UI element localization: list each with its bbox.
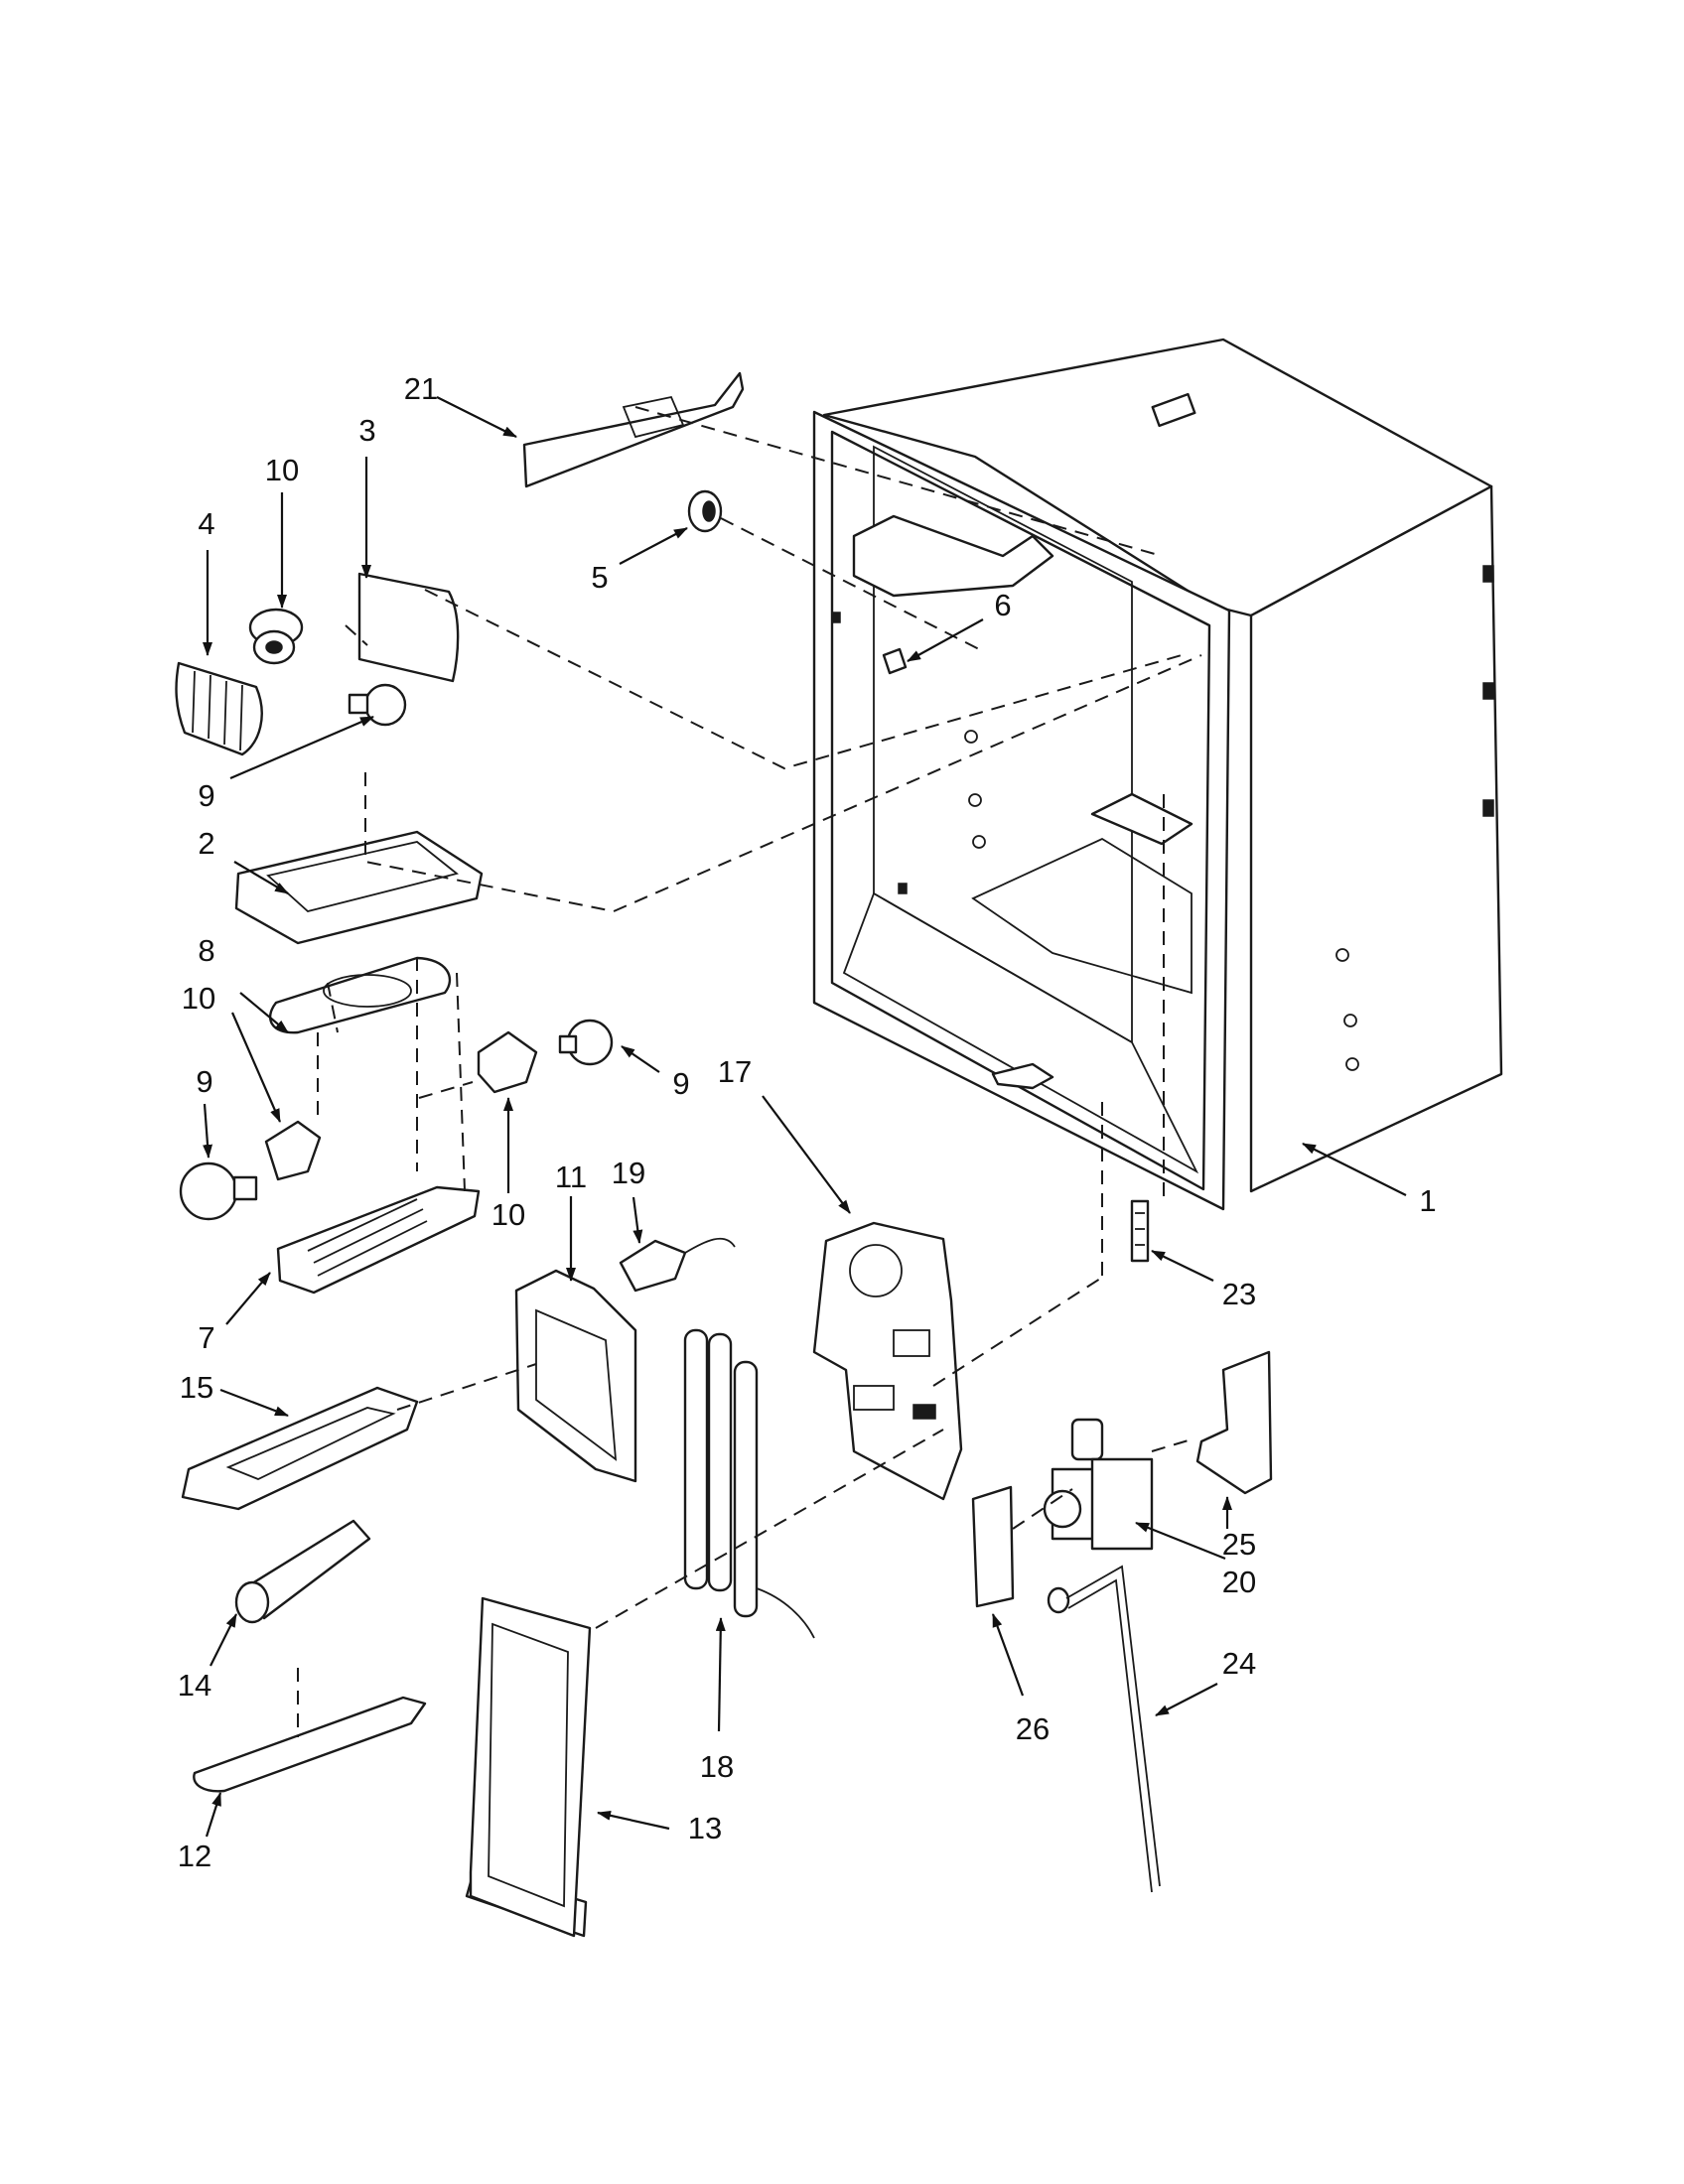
part-3 xyxy=(357,572,460,683)
callout-5: 5 xyxy=(591,560,608,595)
callout-10a: 10 xyxy=(265,453,299,487)
callout-23: 23 xyxy=(1222,1277,1256,1311)
part-17 xyxy=(812,1221,963,1501)
callout-18: 18 xyxy=(700,1749,734,1784)
part-19 xyxy=(619,1237,736,1293)
callout-10c: 10 xyxy=(182,981,215,1016)
part-11 xyxy=(514,1269,637,1483)
callout-labels: 1 2 3 4 5 6 7 8 9 9 9 10 10 10 11 12 13 … xyxy=(178,371,1437,1873)
leader-lines xyxy=(203,396,1407,1838)
part-10-socket-right xyxy=(477,1019,614,1094)
part-26 xyxy=(971,1485,1015,1608)
callout-21: 21 xyxy=(404,371,438,406)
part-12 xyxy=(193,1696,427,1793)
callout-9b: 9 xyxy=(672,1066,689,1101)
callout-1: 1 xyxy=(1419,1183,1436,1218)
part-18 xyxy=(683,1328,815,1639)
callout-4: 4 xyxy=(198,506,214,541)
callout-12: 12 xyxy=(178,1839,211,1873)
callout-20: 20 xyxy=(1222,1565,1256,1599)
part-1-liner xyxy=(812,338,1503,1211)
callout-13: 13 xyxy=(688,1811,722,1845)
part-10-socket-left xyxy=(264,1120,322,1181)
callout-26: 26 xyxy=(1016,1711,1050,1746)
part-4 xyxy=(175,661,263,756)
part-23 xyxy=(1130,1199,1150,1263)
callout-6: 6 xyxy=(994,588,1011,622)
callout-15: 15 xyxy=(180,1370,213,1405)
callout-14: 14 xyxy=(178,1668,211,1703)
part-9-bulb-top xyxy=(348,683,407,727)
callout-17: 17 xyxy=(718,1054,752,1089)
part-5 xyxy=(687,489,723,533)
part-21 xyxy=(522,371,745,488)
part-25 xyxy=(1195,1350,1273,1495)
part-6 xyxy=(882,647,908,675)
part-10-top xyxy=(248,608,304,665)
part-13 xyxy=(465,1596,592,1938)
callout-7: 7 xyxy=(198,1320,214,1355)
part-7 xyxy=(276,1185,481,1295)
callout-9c: 9 xyxy=(196,1064,212,1099)
assembly-lines xyxy=(297,406,1202,1737)
part-15 xyxy=(181,1386,419,1511)
part-24 xyxy=(1047,1565,1161,1893)
callout-25: 25 xyxy=(1222,1527,1256,1562)
callout-24: 24 xyxy=(1222,1646,1256,1681)
callout-2: 2 xyxy=(198,826,214,861)
part-8 xyxy=(268,956,451,1034)
callout-11: 11 xyxy=(555,1160,587,1194)
callout-3: 3 xyxy=(358,413,375,448)
part-2 xyxy=(234,830,484,945)
part-9-bulb-left xyxy=(179,1161,258,1221)
callout-10b: 10 xyxy=(491,1197,525,1232)
callout-8: 8 xyxy=(198,933,214,968)
callout-19: 19 xyxy=(612,1156,645,1190)
callout-9a: 9 xyxy=(198,778,214,813)
part-20 xyxy=(1043,1418,1154,1551)
part-14 xyxy=(234,1519,371,1624)
